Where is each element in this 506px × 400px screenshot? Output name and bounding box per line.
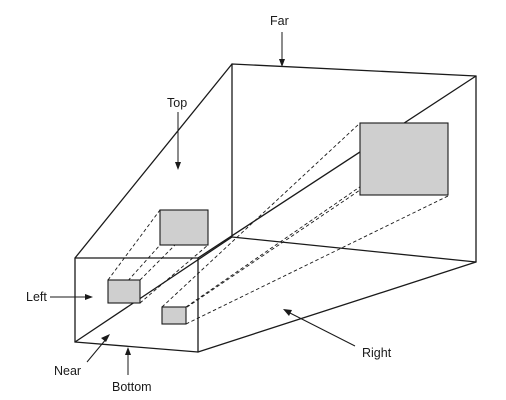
right-label: Right <box>362 346 392 360</box>
top-right-edge <box>197 75 477 259</box>
projection-line <box>161 189 361 325</box>
object-small-square <box>159 209 209 246</box>
label-pointers <box>50 32 356 375</box>
top-left-edge <box>74 63 233 259</box>
bottom-label: Bottom <box>112 380 152 394</box>
projection-line <box>185 195 449 325</box>
near-label: Near <box>54 364 81 378</box>
projection-line <box>107 209 161 281</box>
near-plane <box>74 257 199 353</box>
left-label: Left <box>26 290 47 304</box>
top-label: Top <box>167 96 187 110</box>
right-arrowhead <box>283 309 292 316</box>
bottom-arrowhead <box>125 347 131 355</box>
near-pointer <box>86 337 108 363</box>
near-arrowhead <box>101 334 110 342</box>
projection-line <box>161 122 361 308</box>
projection-line <box>139 244 209 304</box>
far-label: Far <box>270 14 289 28</box>
right-pointer <box>287 311 356 347</box>
projection-large-square <box>161 306 187 325</box>
far-arrowhead <box>279 59 285 67</box>
bottom-left-edge <box>74 236 233 343</box>
top-arrowhead <box>175 162 181 170</box>
left-arrowhead <box>85 294 93 300</box>
projection-small-square <box>107 279 141 304</box>
bottom-right-edge <box>197 261 477 353</box>
object-large-square <box>359 122 449 196</box>
